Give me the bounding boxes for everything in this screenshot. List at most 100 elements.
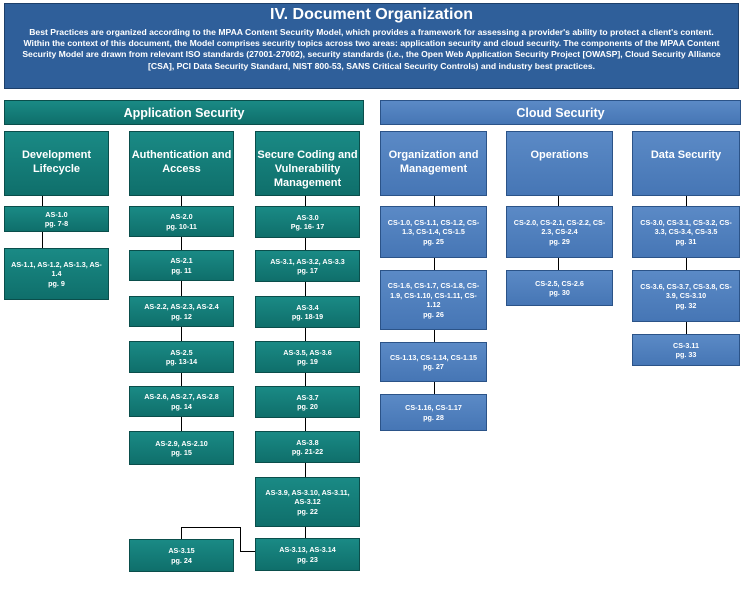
category-development-lifecycle: Development Lifecycle	[4, 131, 109, 196]
item-page: pg. 20	[297, 402, 318, 411]
item-page: pg. 11	[171, 265, 192, 275]
item-codes: AS-1.0	[45, 209, 68, 219]
document-organization-header: IV. Document Organization Best Practices…	[4, 3, 739, 89]
item-page: pg. 12	[171, 311, 192, 321]
category-label: Secure Coding and Vulnerability Manageme…	[257, 149, 358, 189]
item-codes: AS-2.2, AS-2.3, AS-2.4	[144, 302, 219, 311]
category-label: Organization and Management	[388, 149, 479, 175]
category-label: Authentication and Access	[131, 149, 232, 175]
item-page: pg. 22	[297, 506, 318, 516]
category-label: Operations	[530, 149, 589, 161]
application-security-banner: Application Security	[4, 100, 364, 125]
item-codes: AS-1.1, AS-1.2, AS-1.3, AS-1.4	[11, 259, 102, 279]
page-title: IV. Document Organization	[270, 6, 473, 23]
item-page: pg. 21-22	[291, 447, 324, 456]
item-codes: CS-2.5, CS-2.6	[535, 278, 584, 288]
section-item: CS-1.0, CS-1.1, CS-1.2, CS-1.3, CS-1.4, …	[380, 206, 487, 258]
item-page: pg. 17	[297, 266, 318, 275]
item-page: Pg. 16- 17	[290, 222, 325, 231]
item-codes: AS-3.7	[296, 392, 319, 402]
item-codes: CS-3.0, CS-3.1, CS-3.2, CS-3.3, CS-3.4, …	[640, 217, 732, 237]
section-item: CS-3.0, CS-3.1, CS-3.2, CS-3.3, CS-3.4, …	[632, 206, 740, 258]
item-page: pg. 23	[297, 554, 318, 564]
item-page: pg. 19	[297, 357, 318, 366]
category-operations: Operations	[506, 131, 613, 196]
item-codes: AS-2.9, AS-2.10	[155, 438, 208, 448]
item-codes: CS-2.0, CS-2.1, CS-2.2, CS-2.3, CS-2.4	[513, 217, 606, 237]
item-page: pg. 13-14	[165, 357, 198, 366]
category-secure-coding: Secure Coding and Vulnerability Manageme…	[255, 131, 360, 196]
section-item: CS-1.6, CS-1.7, CS-1.8, CS-1.9, CS-1.10,…	[380, 270, 487, 330]
item-page: pg. 7-8	[44, 219, 69, 228]
item-page: pg. 18-19	[291, 312, 324, 321]
item-codes: CS-3.6, CS-3.7, CS-3.8, CS-3.9, CS-3.10	[640, 281, 732, 301]
connector-line	[240, 527, 241, 551]
cloud-security-label: Cloud Security	[516, 105, 605, 120]
category-organization-and-management: Organization and Management	[380, 131, 487, 196]
application-security-label: Application Security	[123, 105, 245, 120]
category-authentication-and-access: Authentication and Access	[129, 131, 234, 196]
category-label: Data Security	[650, 149, 722, 161]
item-codes: CS-1.0, CS-1.1, CS-1.2, CS-1.3, CS-1.4, …	[387, 217, 480, 237]
item-codes: AS-2.5	[170, 347, 193, 357]
item-codes: CS-1.16, CS-1.17	[405, 403, 462, 412]
item-page: pg. 33	[675, 350, 697, 359]
item-codes: AS-2.1	[170, 256, 193, 265]
cloud-security-banner: Cloud Security	[380, 100, 741, 125]
item-page: pg. 30	[549, 288, 570, 297]
item-page: pg. 29	[549, 236, 570, 246]
item-codes: CS-3.11	[673, 340, 699, 350]
item-codes: AS-2.0	[170, 212, 193, 221]
item-page: pg. 26	[423, 309, 444, 319]
item-page: pg. 25	[423, 236, 444, 246]
item-codes: AS-3.15	[168, 546, 195, 555]
item-page: pg. 14	[171, 401, 192, 411]
item-codes: AS-3.0	[296, 212, 319, 222]
item-page: pg. 24	[171, 555, 192, 565]
connector-line	[181, 527, 241, 528]
connector-line	[181, 527, 182, 539]
item-page: pg. 15	[171, 448, 192, 457]
item-codes: CS-1.6, CS-1.7, CS-1.8, CS-1.9, CS-1.10,…	[387, 281, 480, 309]
item-codes: AS-2.6, AS-2.7, AS-2.8	[144, 392, 219, 401]
category-data-security: Data Security	[632, 131, 740, 196]
item-page: pg. 27	[423, 362, 444, 371]
item-page: pg. 31	[675, 236, 697, 246]
item-codes: AS-3.4	[296, 302, 319, 312]
item-codes: CS-1.13, CS-1.14, CS-1.15	[389, 352, 478, 362]
item-page: pg. 10-11	[166, 221, 197, 231]
item-codes: AS-3.9, AS-3.10, AS-3.11, AS-3.12	[265, 487, 350, 507]
item-page: pg. 9	[48, 278, 65, 288]
item-codes: AS-3.1, AS-3.2, AS-3.3	[270, 256, 345, 266]
category-label: Development Lifecycle	[21, 149, 92, 175]
page-description: Best Practices are organized according t…	[22, 27, 721, 71]
item-page: pg. 32	[675, 300, 697, 310]
item-codes: AS-3.5, AS-3.6	[283, 347, 332, 357]
item-page: pg. 28	[423, 412, 444, 422]
connector-line	[240, 551, 256, 552]
item-codes: AS-3.13, AS-3.14	[279, 545, 336, 554]
item-codes: AS-3.8	[296, 437, 319, 447]
